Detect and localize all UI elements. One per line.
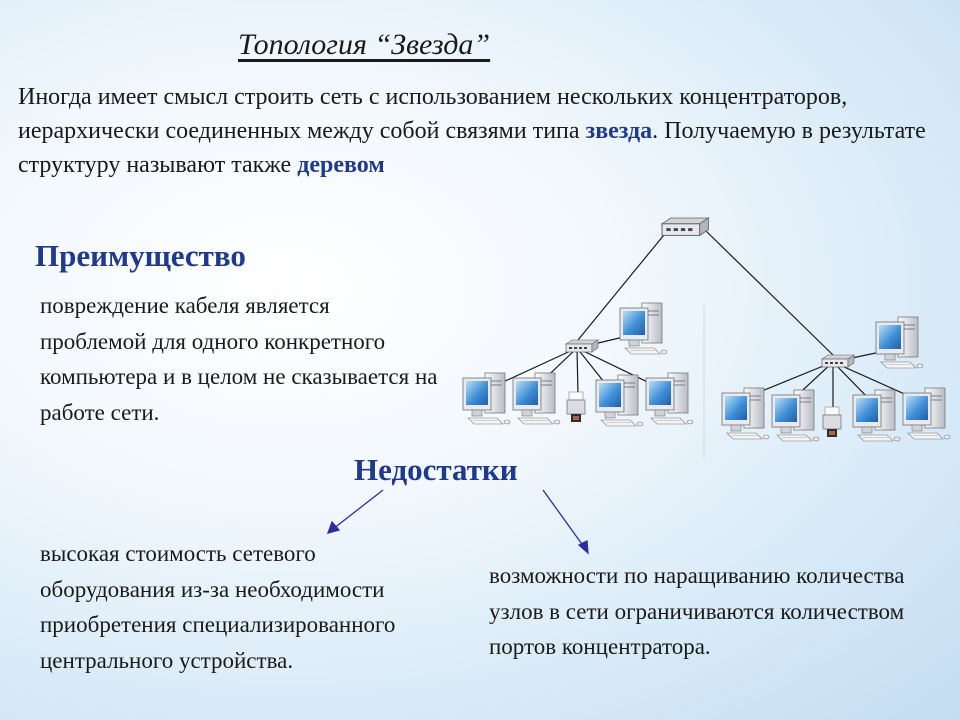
advantage-text: повреждение кабеля является проблемой дл… (40, 293, 438, 425)
page-title: Топология “Звезда” (238, 28, 491, 61)
intro-text-2: . Получаемую в результате структуру назы… (18, 118, 926, 178)
intro-term-tree: деревом (297, 152, 385, 178)
arrow-to-cost (332, 489, 384, 530)
hub-icon (821, 354, 855, 368)
computer-icon (902, 387, 951, 440)
intro-term-star: звезда (585, 118, 653, 144)
printer-icon (566, 391, 586, 423)
computer-icon (721, 387, 770, 440)
printer-icon (822, 406, 842, 438)
disadvantage-ports-text: возможности по наращиванию количества уз… (489, 563, 905, 659)
disadvantage-cost-text: высокая стоимость сетевого оборудования … (40, 541, 396, 673)
intro-text-1: Иногда имеет смысл строить сеть с исполь… (18, 84, 848, 144)
network-cables (489, 229, 919, 410)
arrowhead-icon (326, 520, 341, 534)
computer-icon (852, 389, 901, 442)
intro-paragraph: Иногда имеет смысл строить сеть с исполь… (18, 80, 938, 182)
computer-icon (512, 372, 561, 425)
computer-icon (771, 389, 820, 442)
arrow-to-ports (542, 489, 585, 548)
computer-icon (645, 372, 694, 425)
arrowhead-icon (577, 539, 589, 555)
advantage-heading: Преимущество (35, 238, 246, 273)
disadvantages-heading: Недостатки (354, 452, 518, 487)
hub-icon (565, 339, 599, 353)
computer-icon (595, 374, 644, 427)
computer-icon (875, 316, 924, 369)
computer-icon (619, 302, 668, 355)
hub-icon (661, 217, 710, 237)
computer-icon (462, 372, 511, 425)
